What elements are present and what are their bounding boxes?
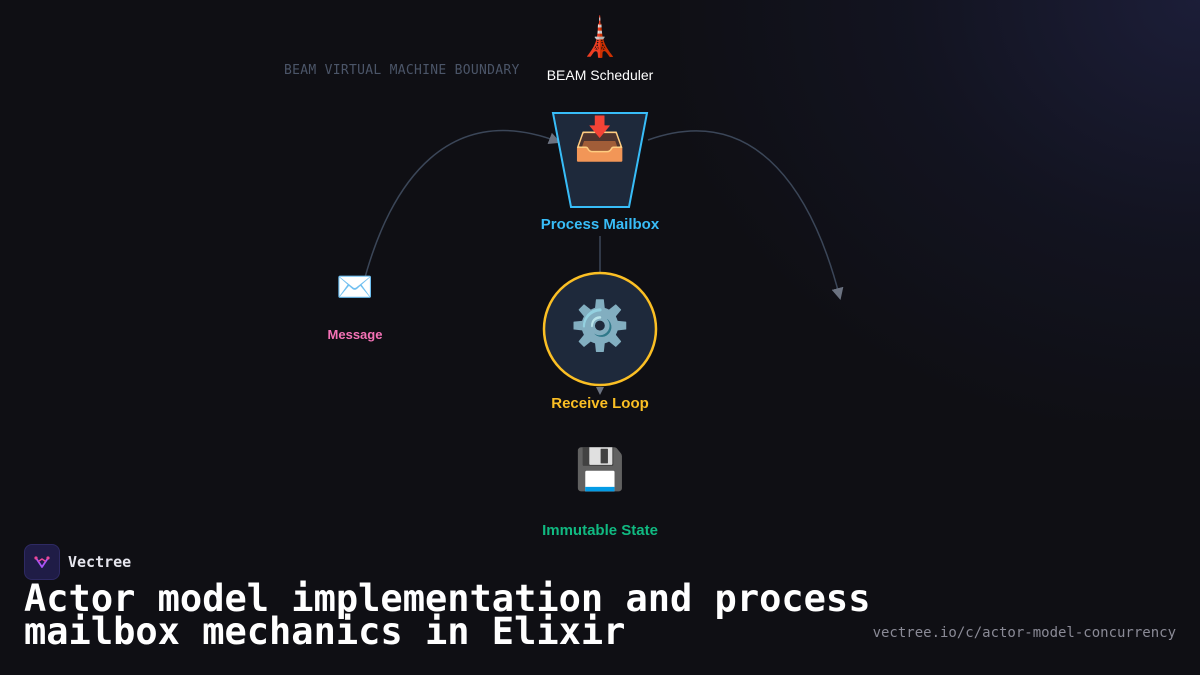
receive-loop-label: Receive Loop	[551, 395, 649, 412]
brand-name: Vectree	[68, 553, 132, 571]
receive-loop-shape	[542, 271, 658, 387]
tower-icon: 🗼	[576, 15, 624, 59]
source-url[interactable]: vectree.io/c/actor-model-concurrency	[872, 625, 1176, 641]
edge-message-to-mailbox	[362, 130, 561, 286]
message-label: Message	[327, 327, 383, 342]
vectree-logo-icon	[24, 544, 60, 580]
gear-icon: ⚙️	[570, 298, 630, 354]
page-title: Actor model implementation and process m…	[24, 577, 871, 653]
scheduler-label: BEAM Scheduler	[546, 67, 654, 83]
brand: Vectree	[24, 544, 131, 580]
vm-boundary-label: BEAM VIRTUAL MACHINE BOUNDARY	[284, 63, 520, 78]
envelope-icon: ✉️	[336, 270, 374, 305]
edge-arrow-receive-loop	[596, 387, 604, 395]
mailbox-label: Process Mailbox	[540, 216, 660, 233]
state-label: Immutable State	[542, 522, 658, 539]
floppy-disk-icon: 💾	[575, 447, 625, 493]
edge-mailbox-to-right	[647, 130, 844, 300]
background-glow	[680, 0, 1200, 420]
mailbox-shape	[551, 112, 649, 208]
inbox-tray-icon: 📥	[573, 114, 627, 163]
